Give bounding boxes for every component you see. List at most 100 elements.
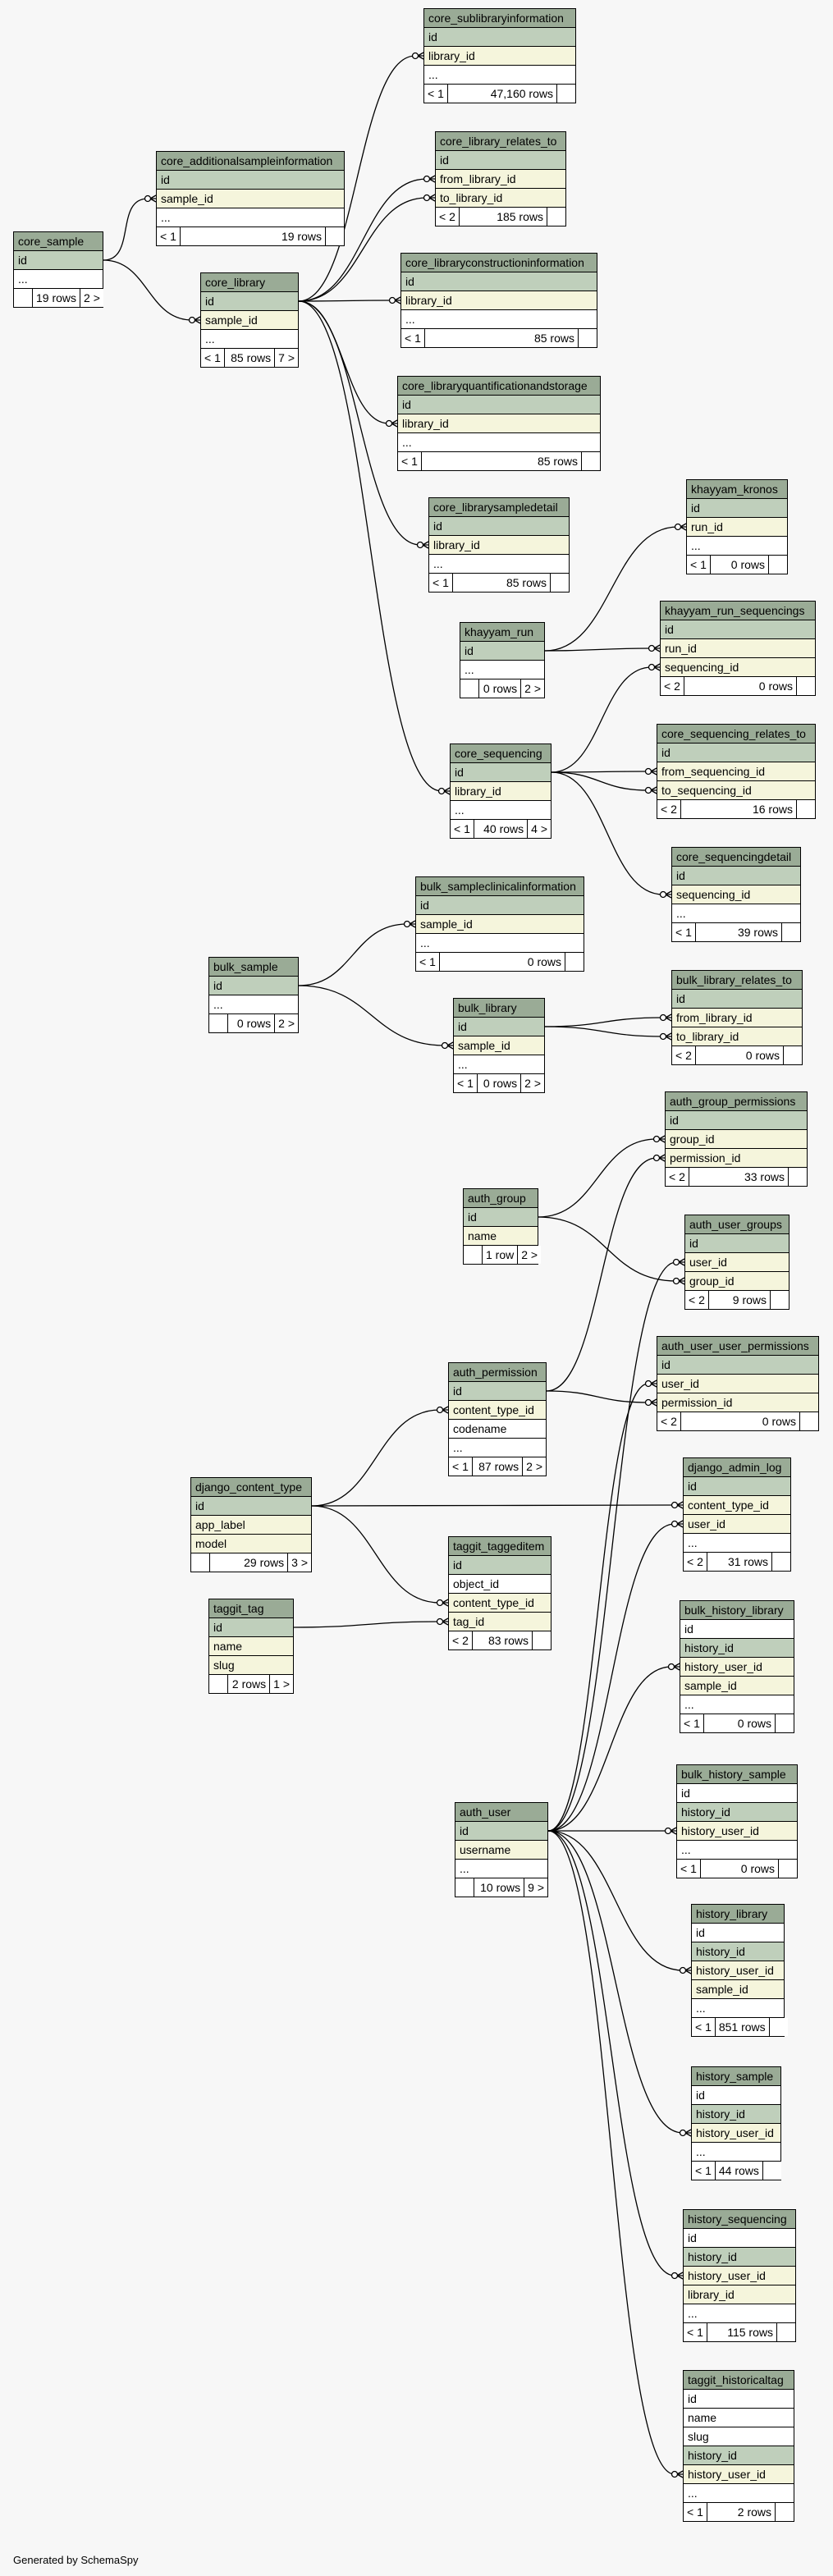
row-count[interactable]: 19 rows xyxy=(33,289,80,307)
table-header[interactable]: taggit_taggeditem xyxy=(449,1537,551,1555)
table-header[interactable]: django_content_type xyxy=(191,1478,311,1496)
child-count[interactable]: 2 > xyxy=(518,1246,542,1264)
parent-count[interactable] xyxy=(209,1014,227,1032)
parent-count[interactable]: < 1 xyxy=(684,2503,707,2521)
child-count[interactable] xyxy=(776,2503,794,2521)
parent-count[interactable]: < 1 xyxy=(454,1074,477,1092)
row-count[interactable]: 185 rows xyxy=(459,208,547,226)
child-count[interactable] xyxy=(771,1291,789,1309)
child-count[interactable] xyxy=(789,1168,807,1186)
table-header[interactable]: django_admin_log xyxy=(684,1458,790,1476)
child-count[interactable]: 3 > xyxy=(288,1553,311,1572)
row-count[interactable]: 33 rows xyxy=(689,1168,788,1186)
parent-count[interactable]: < 1 xyxy=(684,2323,707,2341)
row-count[interactable]: 19 rows xyxy=(180,227,325,245)
table-header[interactable]: core_sequencingdetail xyxy=(672,848,800,866)
row-count[interactable]: 115 rows xyxy=(707,2323,776,2341)
table-header[interactable]: history_sequencing xyxy=(684,2210,795,2228)
table-header[interactable]: taggit_historicaltag xyxy=(684,2371,794,2389)
parent-count[interactable]: < 1 xyxy=(157,227,180,245)
child-count[interactable] xyxy=(782,923,800,941)
parent-count[interactable]: < 1 xyxy=(672,923,695,941)
parent-count[interactable]: < 2 xyxy=(657,800,680,818)
row-count[interactable]: 851 rows xyxy=(715,2018,769,2036)
child-count[interactable]: 9 > xyxy=(524,1878,547,1897)
parent-count[interactable]: < 1 xyxy=(449,1457,472,1476)
child-count[interactable] xyxy=(582,452,600,470)
row-count[interactable]: 0 rows xyxy=(680,1412,799,1430)
child-count[interactable] xyxy=(579,329,597,347)
child-count[interactable] xyxy=(533,1631,551,1649)
table-header[interactable]: core_library_relates_to xyxy=(436,132,565,150)
child-count[interactable] xyxy=(551,574,569,592)
parent-count[interactable]: < 1 xyxy=(451,820,474,838)
child-count[interactable] xyxy=(797,800,815,818)
parent-count[interactable]: < 1 xyxy=(692,2162,715,2180)
child-count[interactable]: 7 > xyxy=(275,349,298,367)
child-count[interactable]: 1 > xyxy=(270,1675,293,1693)
parent-count[interactable]: < 1 xyxy=(687,556,710,574)
row-count[interactable]: 2 rows xyxy=(228,1675,270,1693)
child-count[interactable] xyxy=(769,556,787,574)
parent-count[interactable]: < 1 xyxy=(401,329,424,347)
parent-count[interactable]: < 2 xyxy=(661,677,684,695)
table-header[interactable]: bulk_sampleclinicalinformation xyxy=(416,877,584,895)
row-count[interactable]: 85 rows xyxy=(424,329,578,347)
table-header[interactable]: auth_permission xyxy=(449,1363,546,1381)
parent-count[interactable]: < 2 xyxy=(672,1046,695,1064)
child-count[interactable] xyxy=(776,1714,794,1732)
table-header[interactable]: bulk_history_sample xyxy=(677,1765,797,1783)
table-header[interactable]: core_librarysampledetail xyxy=(429,498,569,516)
parent-count[interactable] xyxy=(460,679,478,698)
table-header[interactable]: khayyam_run_sequencings xyxy=(661,602,815,620)
child-count[interactable]: 2 > xyxy=(521,1074,544,1092)
row-count[interactable]: 0 rows xyxy=(477,1074,521,1092)
table-header[interactable]: bulk_sample xyxy=(209,958,298,976)
parent-count[interactable]: < 2 xyxy=(657,1412,680,1430)
parent-count[interactable]: < 2 xyxy=(685,1291,708,1309)
table-header[interactable]: auth_user xyxy=(455,1803,547,1821)
child-count[interactable] xyxy=(762,2162,781,2180)
table-header[interactable]: auth_user_groups xyxy=(685,1215,789,1233)
parent-count[interactable]: < 1 xyxy=(680,1714,703,1732)
table-header[interactable]: khayyam_kronos xyxy=(687,480,787,498)
table-header[interactable]: taggit_tag xyxy=(209,1599,293,1617)
parent-count[interactable]: < 2 xyxy=(449,1631,472,1649)
row-count[interactable]: 0 rows xyxy=(439,953,565,971)
parent-count[interactable]: < 2 xyxy=(666,1168,689,1186)
parent-count[interactable]: < 1 xyxy=(677,1860,700,1878)
row-count[interactable]: 0 rows xyxy=(700,1860,778,1878)
table-header[interactable]: core_additionalsampleinformation xyxy=(157,152,344,170)
row-count[interactable]: 87 rows xyxy=(472,1457,523,1476)
child-count[interactable] xyxy=(779,1860,797,1878)
table-header[interactable]: core_sample xyxy=(14,232,103,250)
table-header[interactable]: core_sublibraryinformation xyxy=(424,9,575,27)
row-count[interactable]: 47,160 rows xyxy=(447,85,556,103)
row-count[interactable]: 83 rows xyxy=(472,1631,532,1649)
parent-count[interactable] xyxy=(14,289,32,307)
row-count[interactable]: 16 rows xyxy=(680,800,796,818)
table-header[interactable]: bulk_library xyxy=(454,999,544,1017)
table-header[interactable]: core_sequencing_relates_to xyxy=(657,725,815,743)
